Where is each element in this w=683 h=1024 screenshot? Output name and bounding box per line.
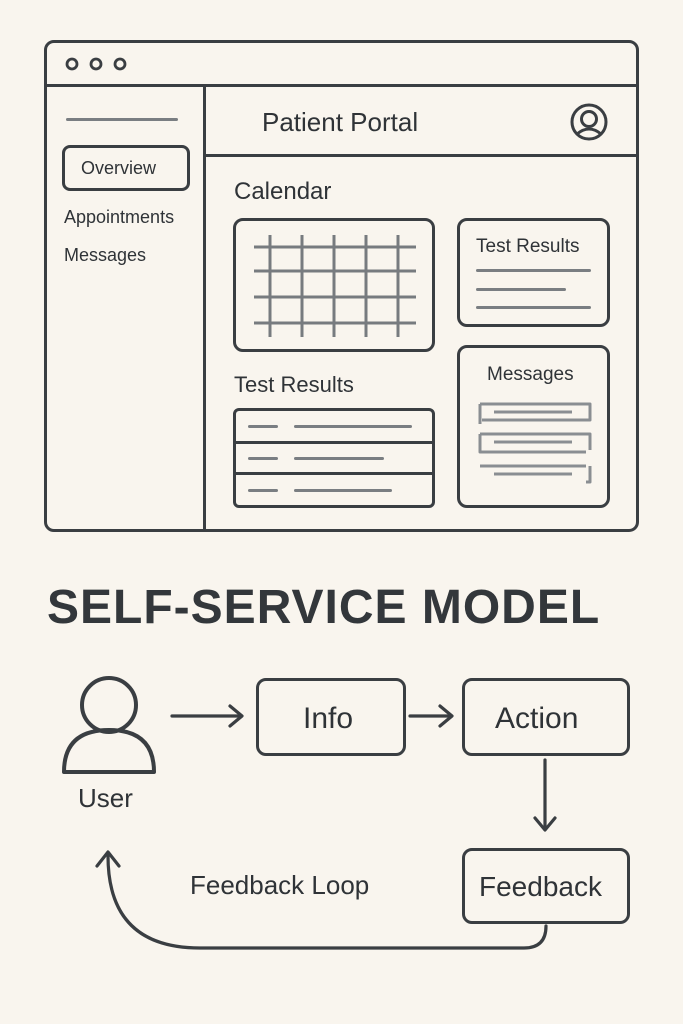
result-line <box>476 269 591 272</box>
sidebar-top-line <box>66 118 178 121</box>
browser-window <box>44 40 639 532</box>
info-node: Info <box>256 678 406 756</box>
table-row-divider <box>236 472 432 475</box>
three-dots-icon <box>65 57 127 71</box>
info-label: Info <box>303 702 354 735</box>
page-title: Patient Portal <box>262 107 419 137</box>
title-bar-divider <box>46 84 637 87</box>
profile-button[interactable] <box>569 102 609 142</box>
table-row-divider <box>236 441 432 444</box>
sidebar-item-appointments[interactable]: Appointments <box>64 207 175 227</box>
calendar-widget[interactable] <box>233 218 435 352</box>
test-results-table[interactable] <box>233 408 435 508</box>
user-label: User <box>78 783 133 813</box>
sidebar-item-messages[interactable]: Messages <box>64 245 147 265</box>
message-bubbles-icon <box>478 402 592 484</box>
feedback-node: Feedback <box>462 848 630 924</box>
sidebar-item-overview[interactable]: Overview <box>62 145 190 191</box>
row-cell-line <box>294 425 412 428</box>
messages-card-title: Messages <box>487 364 574 385</box>
row-cell-line <box>294 457 384 460</box>
row-cell-line <box>248 489 278 492</box>
user-avatar-icon <box>570 103 608 141</box>
result-line <box>476 288 566 291</box>
calendar-grid-icon <box>254 235 416 337</box>
calendar-heading: Calendar <box>234 178 332 205</box>
header-divider <box>205 154 637 157</box>
row-cell-line <box>248 457 278 460</box>
test-results-heading: Test Results <box>234 372 354 397</box>
result-line <box>476 306 591 309</box>
test-results-card[interactable]: Test Results <box>457 218 610 327</box>
feedback-loop-label: Feedback Loop <box>190 870 370 900</box>
messages-card[interactable]: Messages <box>457 345 610 508</box>
feedback-label: Feedback <box>479 871 602 902</box>
user-node <box>60 674 160 774</box>
test-results-card-title: Test Results <box>476 236 580 257</box>
row-cell-line <box>294 489 392 492</box>
user-icon <box>62 676 156 774</box>
window-controls <box>64 57 134 73</box>
action-label: Action <box>495 702 579 735</box>
action-node: Action <box>462 678 630 756</box>
sidebar-divider <box>203 86 206 530</box>
model-title: SELF-SERVICE MODEL <box>47 581 601 634</box>
row-cell-line <box>248 425 278 428</box>
sidebar-item-label: Overview <box>81 158 157 178</box>
